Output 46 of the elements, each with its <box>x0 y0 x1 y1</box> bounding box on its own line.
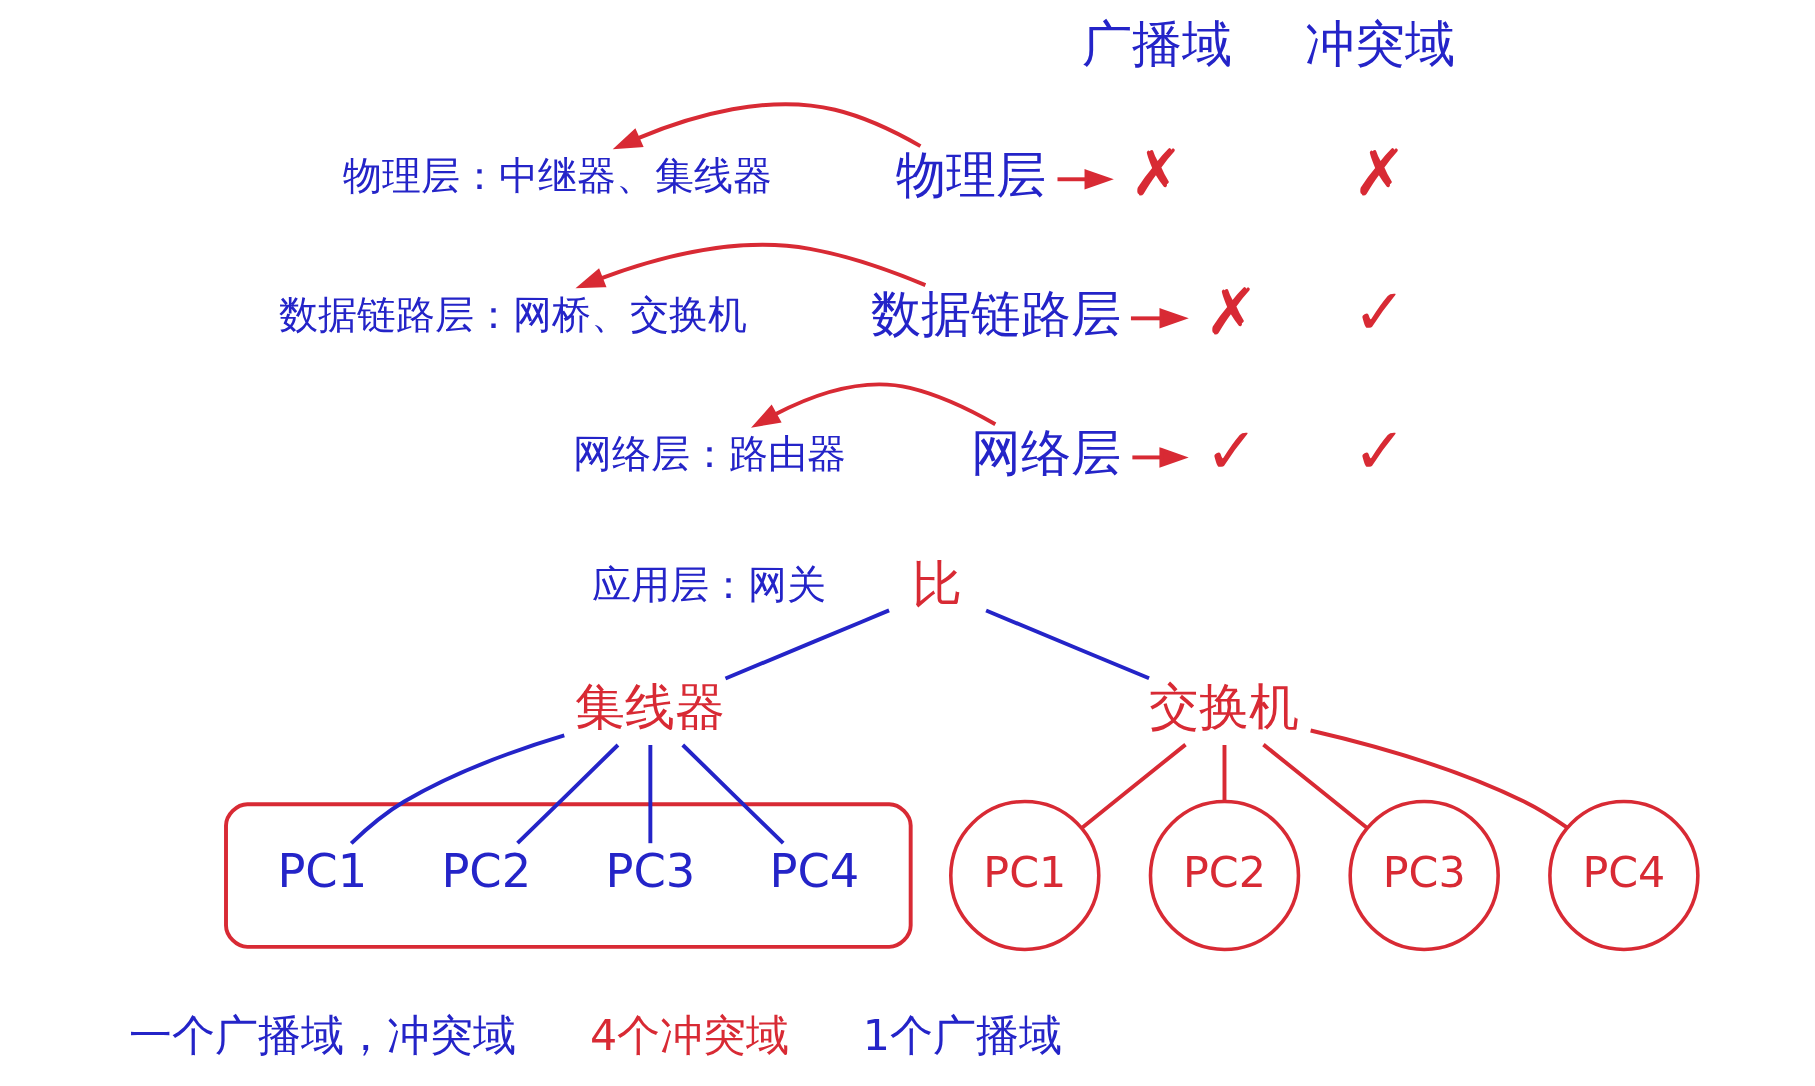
node-text: 比 <box>911 554 962 613</box>
connector <box>515 743 619 845</box>
node-text: PC4 <box>768 843 859 898</box>
label: 4个冲突域 <box>589 1009 789 1060</box>
connector <box>680 743 785 845</box>
arrow <box>750 382 996 428</box>
cluster <box>223 802 913 949</box>
arrow <box>575 243 926 289</box>
node-text: 数据链路层：网桥、交换机 <box>278 292 747 338</box>
node-text: PC1 <box>276 843 367 898</box>
node-circle: PC3 <box>1347 799 1500 952</box>
node-text: ✓ <box>1204 413 1258 489</box>
arrow <box>1130 308 1189 329</box>
node-circle: PC1 <box>948 799 1101 952</box>
label: 广播域 <box>1081 14 1232 73</box>
label: ✓ <box>1352 274 1406 350</box>
arrow <box>1057 169 1114 190</box>
node-text: 交换机 <box>1148 677 1299 736</box>
arrow <box>1131 447 1189 468</box>
connector <box>984 608 1150 681</box>
node-label: 一个广播域，冲突域 <box>128 1009 516 1060</box>
node-circle: PC4 <box>1547 799 1700 952</box>
arrow <box>612 102 921 150</box>
node-text: ✗ <box>1129 134 1184 210</box>
connector <box>1080 743 1187 830</box>
node-text: PC3 <box>604 843 695 898</box>
label: 1个广播域 <box>862 1009 1062 1060</box>
node-text: 物理层 <box>895 145 1046 204</box>
label: 应用层：网关 <box>591 562 826 608</box>
connector <box>647 745 652 844</box>
connector <box>724 608 890 681</box>
node-text: ✗ <box>1204 274 1258 350</box>
connector <box>1222 745 1226 801</box>
node-circle: PC2 <box>1148 799 1300 952</box>
label: ✗ <box>1352 134 1406 210</box>
connector <box>1309 728 1568 830</box>
label: 冲突域 <box>1304 14 1455 73</box>
node-text: 数据链路层 <box>870 284 1121 343</box>
node-text: PC2 <box>440 843 531 898</box>
node-text: 集线器 <box>574 677 725 736</box>
node-text: 网络层：路由器 <box>572 431 846 477</box>
label: ✓ <box>1352 413 1406 489</box>
node-text: 物理层：中继器、集线器 <box>342 153 772 199</box>
connector <box>1261 743 1368 830</box>
node-text: 网络层 <box>970 423 1121 482</box>
connector <box>349 733 565 845</box>
